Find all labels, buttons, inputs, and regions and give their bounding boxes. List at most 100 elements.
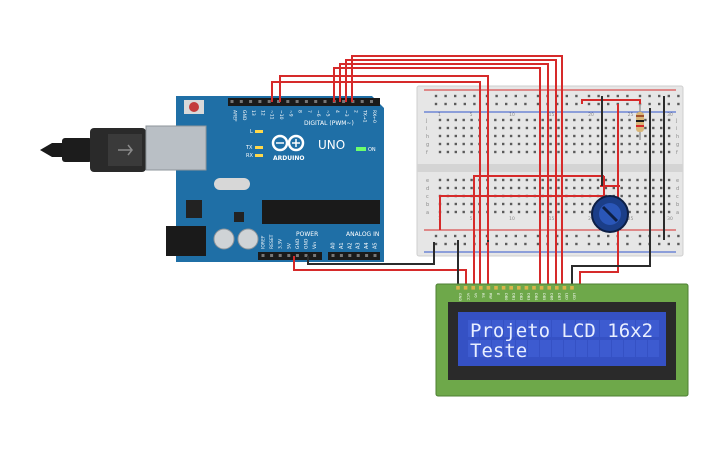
rail-hole[interactable] bbox=[565, 242, 568, 246]
header-pin[interactable] bbox=[348, 254, 352, 257]
breadboard-hole[interactable] bbox=[494, 126, 497, 130]
header-pin[interactable] bbox=[373, 254, 377, 257]
breadboard-hole[interactable] bbox=[509, 150, 513, 154]
rail-hole[interactable] bbox=[514, 234, 517, 238]
lcd-pin[interactable] bbox=[509, 286, 513, 290]
breadboard-hole[interactable] bbox=[454, 118, 457, 122]
breadboard-hole[interactable] bbox=[494, 142, 497, 146]
breadboard-hole[interactable] bbox=[438, 150, 442, 154]
breadboard-hole[interactable] bbox=[462, 142, 465, 146]
header-pin[interactable] bbox=[261, 254, 265, 257]
rail-hole[interactable] bbox=[597, 94, 600, 98]
breadboard-hole[interactable] bbox=[509, 118, 513, 122]
breadboard-hole[interactable] bbox=[517, 210, 521, 214]
breadboard-hole[interactable] bbox=[667, 178, 671, 182]
lcd-pin[interactable] bbox=[524, 286, 529, 290]
breadboard-hole[interactable] bbox=[494, 202, 497, 206]
breadboard-hole[interactable] bbox=[509, 134, 513, 138]
breadboard-hole[interactable] bbox=[454, 202, 457, 206]
rail-hole[interactable] bbox=[514, 242, 517, 246]
breadboard-hole[interactable] bbox=[470, 142, 473, 146]
breadboard-hole[interactable] bbox=[660, 186, 663, 190]
breadboard-hole[interactable] bbox=[557, 126, 560, 130]
breadboard-hole[interactable] bbox=[573, 142, 576, 146]
rail-hole[interactable] bbox=[626, 242, 629, 246]
breadboard-hole[interactable] bbox=[660, 178, 663, 182]
breadboard-hole[interactable] bbox=[454, 142, 457, 146]
breadboard-hole[interactable] bbox=[667, 194, 671, 198]
breadboard-hole[interactable] bbox=[446, 126, 450, 130]
rail-hole[interactable] bbox=[454, 102, 457, 106]
breadboard-hole[interactable] bbox=[628, 142, 631, 146]
header-pin[interactable] bbox=[370, 100, 373, 103]
breadboard-hole[interactable] bbox=[517, 186, 521, 190]
breadboard-hole[interactable] bbox=[462, 150, 465, 154]
rail-hole[interactable] bbox=[597, 242, 600, 246]
breadboard-hole[interactable] bbox=[596, 142, 600, 146]
breadboard-hole[interactable] bbox=[541, 134, 544, 138]
header-pin[interactable] bbox=[356, 254, 360, 257]
rail-hole[interactable] bbox=[677, 234, 680, 238]
breadboard-hole[interactable] bbox=[581, 210, 584, 214]
breadboard-hole[interactable] bbox=[565, 150, 568, 154]
breadboard-hole[interactable] bbox=[644, 210, 647, 214]
breadboard-hole[interactable] bbox=[549, 178, 552, 182]
breadboard-hole[interactable] bbox=[525, 150, 529, 154]
header-pin[interactable] bbox=[267, 100, 271, 103]
breadboard-hole[interactable] bbox=[581, 202, 584, 206]
header-pin[interactable] bbox=[270, 254, 274, 257]
breadboard-hole[interactable] bbox=[557, 150, 560, 154]
rail-hole[interactable] bbox=[556, 234, 559, 238]
rail-hole[interactable] bbox=[473, 102, 476, 106]
breadboard-hole[interactable] bbox=[446, 178, 450, 182]
rail-hole[interactable] bbox=[434, 102, 438, 106]
lcd-pin[interactable] bbox=[501, 286, 506, 290]
breadboard-hole[interactable] bbox=[604, 118, 608, 122]
lcd-pin[interactable] bbox=[517, 286, 521, 290]
breadboard-hole[interactable] bbox=[541, 210, 544, 214]
breadboard-hole[interactable] bbox=[549, 186, 552, 190]
lcd-pin[interactable] bbox=[494, 286, 498, 290]
rail-hole[interactable] bbox=[677, 102, 680, 106]
breadboard-hole[interactable] bbox=[462, 126, 465, 130]
breadboard-hole[interactable] bbox=[454, 178, 457, 182]
rail-hole[interactable] bbox=[556, 94, 559, 98]
breadboard-hole[interactable] bbox=[446, 134, 450, 138]
breadboard-hole[interactable] bbox=[588, 150, 592, 154]
breadboard-hole[interactable] bbox=[573, 178, 576, 182]
rail-hole[interactable] bbox=[505, 94, 508, 98]
breadboard-hole[interactable] bbox=[502, 134, 505, 138]
breadboard-hole[interactable] bbox=[494, 178, 497, 182]
rail-hole[interactable] bbox=[434, 94, 438, 98]
breadboard-hole[interactable] bbox=[541, 126, 544, 130]
rail-hole[interactable] bbox=[607, 242, 610, 246]
breadboard-hole[interactable] bbox=[454, 150, 457, 154]
breadboard-hole[interactable] bbox=[565, 178, 568, 182]
breadboard-hole[interactable] bbox=[652, 126, 655, 130]
breadboard-hole[interactable] bbox=[517, 134, 521, 138]
breadboard-hole[interactable] bbox=[581, 118, 584, 122]
header-pin[interactable] bbox=[365, 254, 369, 257]
rail-hole[interactable] bbox=[658, 102, 661, 106]
breadboard-hole[interactable] bbox=[541, 186, 544, 190]
breadboard-hole[interactable] bbox=[509, 202, 513, 206]
rail-hole[interactable] bbox=[648, 102, 651, 106]
breadboard-hole[interactable] bbox=[533, 118, 536, 122]
header-pin[interactable] bbox=[295, 100, 299, 103]
breadboard-hole[interactable] bbox=[533, 210, 536, 214]
breadboard-hole[interactable] bbox=[612, 134, 615, 138]
breadboard-hole[interactable] bbox=[620, 186, 623, 190]
breadboard-hole[interactable] bbox=[581, 178, 584, 182]
lcd-pin[interactable] bbox=[555, 286, 559, 290]
breadboard-hole[interactable] bbox=[517, 142, 521, 146]
breadboard-hole[interactable] bbox=[446, 210, 450, 214]
breadboard-hole[interactable] bbox=[462, 186, 465, 190]
breadboard-hole[interactable] bbox=[541, 178, 544, 182]
breadboard-hole[interactable] bbox=[557, 134, 560, 138]
lcd-pin[interactable] bbox=[562, 286, 567, 290]
breadboard-hole[interactable] bbox=[596, 126, 600, 130]
lcd-pin[interactable] bbox=[547, 286, 551, 290]
breadboard-hole[interactable] bbox=[446, 202, 450, 206]
breadboard-hole[interactable] bbox=[502, 186, 505, 190]
breadboard-hole[interactable] bbox=[596, 178, 600, 182]
